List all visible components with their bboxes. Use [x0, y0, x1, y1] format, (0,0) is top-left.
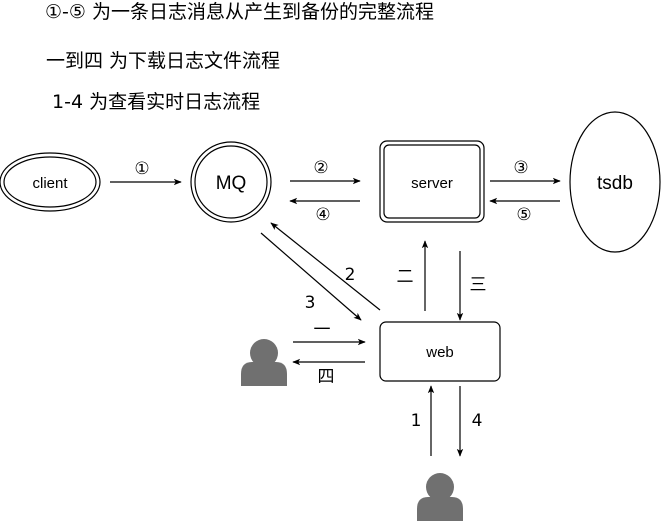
- note-realtime-flow: 1-4 为查看实时日志流程: [52, 91, 261, 113]
- edge-server-web: 三: [456, 251, 487, 321]
- user-bottom-icon: [417, 473, 463, 521]
- edge-mq-web: 3: [260, 232, 362, 321]
- edge-server-tsdb: ③: [490, 158, 561, 185]
- web-node: web: [379, 321, 501, 382]
- server-node: server: [379, 140, 485, 223]
- client-label: client: [32, 175, 68, 192]
- edge-user-web: 一: [293, 320, 366, 346]
- user-left-icon: [241, 339, 287, 386]
- note-full-flow: ①-⑤ 为一条日志消息从产生到备份的完整流程: [45, 1, 434, 23]
- edge-label-5: ⑤: [516, 205, 531, 225]
- edge-web-server: 二: [397, 240, 429, 311]
- server-label: server: [411, 175, 453, 192]
- edge-label-san: 三: [470, 275, 487, 295]
- mq-node: MQ: [190, 141, 272, 223]
- edge-label-er: 二: [397, 267, 414, 287]
- edge-label-yi: 一: [314, 320, 331, 340]
- edge-label-2: ②: [313, 158, 328, 178]
- edge-label-si: 四: [318, 367, 335, 387]
- note-download-flow: 一到四 为下载日志文件流程: [46, 50, 281, 72]
- edge-web-mq: 2: [270, 222, 381, 311]
- edge-label-2-realtime: 2: [345, 265, 356, 285]
- edge-label-1: ①: [134, 159, 149, 179]
- edge-web-user-realtime: 4: [456, 386, 483, 457]
- edge-user-web-realtime: 1: [411, 385, 435, 456]
- edge-server-mq: ④: [289, 197, 360, 225]
- edge-tsdb-server: ⑤: [489, 197, 560, 225]
- edge-label-4-realtime: 4: [472, 411, 483, 431]
- tsdb-node: tsdb: [569, 111, 661, 253]
- web-label: web: [425, 344, 454, 361]
- mq-label: MQ: [216, 173, 247, 194]
- edge-client-mq: ①: [110, 159, 182, 186]
- edge-web-user: 四: [292, 358, 365, 387]
- edge-label-4: ④: [315, 205, 330, 225]
- tsdb-label: tsdb: [597, 173, 633, 194]
- edge-label-1-realtime: 1: [411, 411, 422, 431]
- edge-label-3-realtime: 3: [305, 293, 316, 313]
- edge-mq-server: ②: [290, 158, 361, 185]
- edge-label-3: ③: [513, 158, 528, 178]
- client-node: client: [0, 152, 101, 212]
